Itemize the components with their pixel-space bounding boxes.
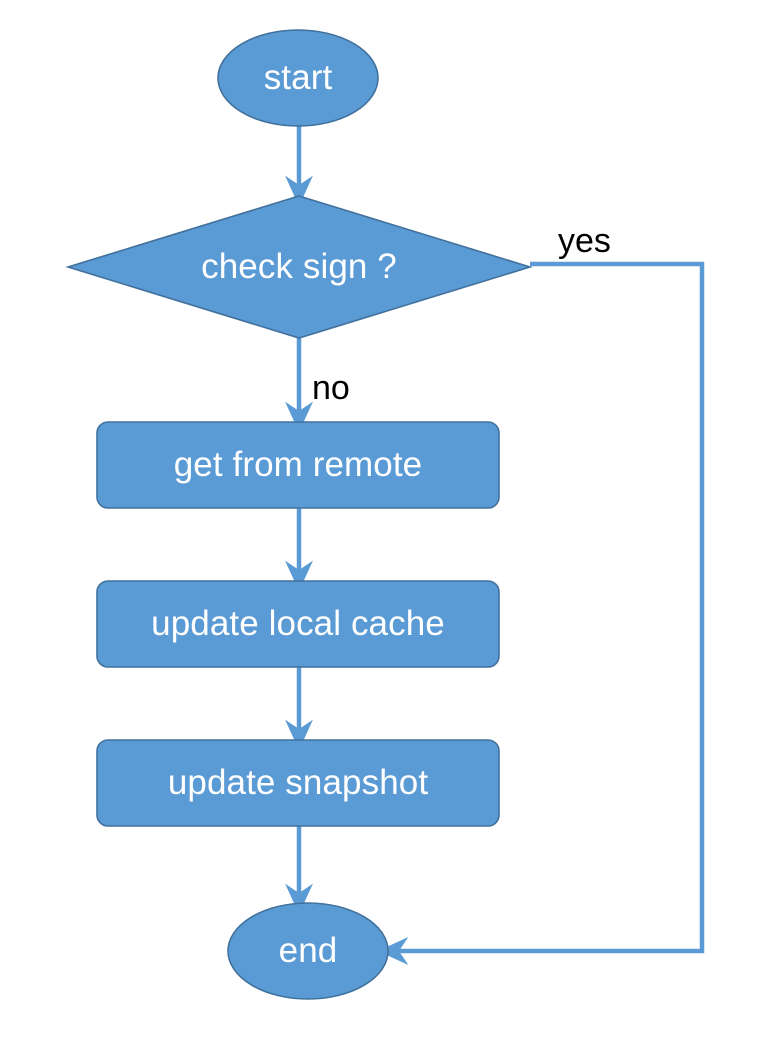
node-process-1-shape[interactable] <box>96 580 500 668</box>
edge-label-no: no <box>312 369 350 407</box>
node-process-2-shape[interactable] <box>96 739 500 827</box>
node-process-0-shape[interactable] <box>96 421 500 509</box>
node-start-shape[interactable] <box>217 29 379 127</box>
edge-label-yes: yes <box>558 222 611 260</box>
node-end-shape[interactable] <box>227 902 389 1000</box>
node-decision-shape[interactable] <box>65 195 533 339</box>
edge-decision-to-end-yes <box>377 261 705 965</box>
